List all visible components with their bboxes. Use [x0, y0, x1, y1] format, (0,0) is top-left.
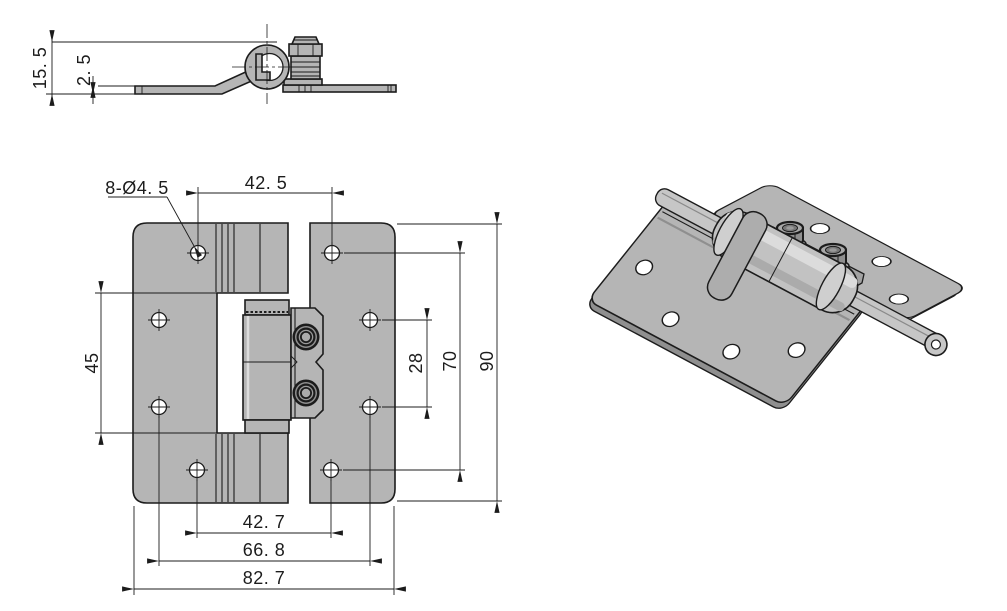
- iso-curl: [924, 332, 948, 357]
- dim-label-82-7: 82. 7: [243, 568, 286, 588]
- dim-label-70: 70: [440, 350, 460, 371]
- dim-label-45: 45: [82, 352, 102, 373]
- front-barrel-body: [242, 314, 292, 421]
- dim-top-hole-spacing: 42. 5: [186, 173, 344, 245]
- hole: [320, 459, 342, 481]
- dim-hole-callout: 8-Ø4. 5: [105, 178, 203, 258]
- isometric-view: [589, 185, 963, 409]
- side-left-leaf: [134, 68, 258, 95]
- front-knuckle-bend-lines: [215, 224, 261, 502]
- front-bracket-notch: [290, 355, 298, 369]
- dim-mid-hole-spacing: 66. 8: [147, 416, 382, 566]
- dim-label-15-5: 15. 5: [30, 47, 50, 90]
- dim-side-plate-thickness: 2. 5: [74, 54, 137, 104]
- side-knuckle-sheet-end: [255, 53, 271, 81]
- iso-strap: [706, 210, 768, 301]
- iso-barrel-assembly: [654, 188, 948, 357]
- dim-overall-height: 90: [397, 212, 502, 513]
- side-right-leaf: [282, 84, 397, 93]
- side-nut-top: [290, 36, 321, 45]
- dim-outer-hole-spacing: 70: [343, 241, 465, 482]
- side-view: 15. 5 2. 5: [30, 24, 397, 106]
- hole: [148, 309, 170, 331]
- iso-collar-right: [815, 262, 847, 311]
- dim-label-90: 90: [477, 350, 497, 371]
- dim-label-2-5: 2. 5: [74, 54, 94, 86]
- side-nut: [288, 43, 323, 57]
- hole: [321, 242, 343, 264]
- hole: [359, 309, 381, 331]
- front-nut-top: [292, 323, 320, 351]
- dim-label-66-8: 66. 8: [243, 540, 286, 560]
- iso-lower-plate: [589, 197, 866, 409]
- dim-label-42-7: 42. 7: [243, 512, 286, 532]
- hole: [359, 396, 381, 418]
- front-mounting-holes: [148, 242, 381, 481]
- hole: [186, 459, 208, 481]
- dim-slot-height: 45: [82, 281, 218, 445]
- dim-label-42-5: 42. 5: [245, 173, 288, 193]
- dim-inner-hole-spacing: 28: [382, 308, 432, 419]
- dim-overall-width: 82. 7: [122, 506, 406, 595]
- front-nut-bottom: [292, 379, 320, 407]
- front-view: 8-Ø4. 5 42. 5 45 28 70: [82, 173, 502, 595]
- front-right-plate: [309, 222, 396, 504]
- side-bolt-base: [283, 78, 323, 86]
- hole: [148, 396, 170, 418]
- front-barrel-bottom-cap: [244, 419, 290, 434]
- dim-bottom-hole-spacing: 42. 7: [185, 480, 343, 538]
- dim-side-overall-height: 15. 5: [30, 30, 277, 106]
- dim-label-28: 28: [406, 352, 426, 373]
- dim-label-hole-callout: 8-Ø4. 5: [105, 178, 169, 198]
